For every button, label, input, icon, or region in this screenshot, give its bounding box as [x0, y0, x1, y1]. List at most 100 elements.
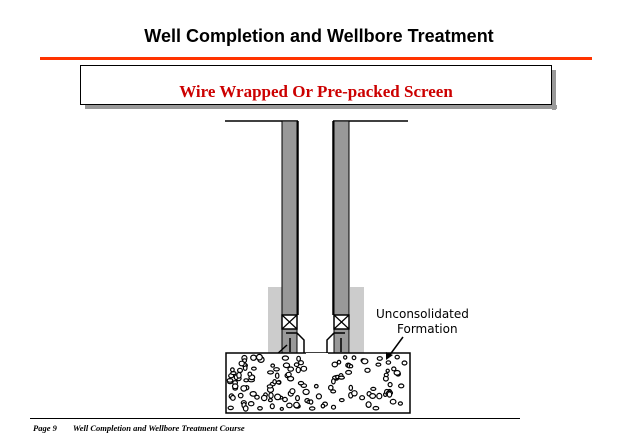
gravel-pebble: [226, 378, 234, 383]
gravel-pebble: [308, 406, 316, 411]
formation-zone: [225, 352, 411, 414]
gravel-pebble: [247, 371, 253, 377]
gravel-pebble: [331, 361, 339, 368]
gravel-pebble: [274, 393, 282, 401]
gravel-pebble: [302, 388, 310, 396]
gravel-pebble: [315, 393, 322, 400]
gravel-pebble: [243, 378, 249, 383]
gravel-pebble: [370, 386, 377, 391]
gravel-pebble: [287, 366, 295, 372]
gravel-pebble: [348, 364, 354, 369]
gravel-pebble: [298, 360, 305, 366]
gravel-pebble: [272, 379, 277, 385]
gravel-pebble: [359, 395, 366, 401]
gravel-pebble: [397, 401, 403, 406]
gravel-pebble: [289, 388, 296, 395]
gravel-pebble: [365, 401, 372, 409]
gravel-pebble: [240, 385, 248, 392]
gravel-pebble: [401, 360, 408, 366]
gravel-pebble: [394, 354, 400, 360]
gravel-pebble: [269, 403, 275, 410]
gravel-pebble: [320, 403, 326, 409]
title-underline: [40, 57, 592, 60]
gravel-pebble: [268, 392, 274, 399]
gravel-pebble: [286, 402, 293, 409]
gravel-pebble: [327, 384, 334, 391]
subtitle-box: Wire Wrapped Or Pre-packed Screen: [80, 65, 557, 110]
footer: Page 9 Well Completion and Wellbore Trea…: [33, 423, 245, 433]
gravel-pebble: [227, 405, 234, 411]
gravel-pebble: [369, 393, 377, 400]
gravel-pebble: [297, 380, 305, 386]
gravel-pebble: [242, 405, 249, 412]
gravel-pebble: [282, 396, 288, 403]
callout-arrow: [386, 336, 404, 360]
gravel-pebble: [389, 398, 397, 405]
gravel-pebble: [296, 355, 302, 362]
gravel-pebble: [250, 366, 257, 371]
gravel-pebble: [336, 359, 342, 365]
gravel-pebble: [295, 395, 301, 402]
gravel-pebble: [236, 371, 242, 379]
gravel-pebble: [351, 390, 358, 397]
gravel-pebble: [267, 370, 275, 375]
gravel-pebble: [250, 354, 257, 361]
gravel-pebble: [266, 384, 274, 389]
gravel-pebble: [237, 367, 244, 374]
cement-right: [350, 287, 364, 357]
gravel-pebble: [238, 360, 245, 367]
gravel-pebble: [330, 389, 337, 394]
gravel-pebble: [273, 367, 280, 372]
gravel-pebble: [293, 401, 300, 409]
gravel-pebble: [300, 365, 308, 372]
gravel-pebble: [255, 353, 263, 361]
gravel-pebble: [387, 381, 393, 388]
gravel-pebble: [295, 366, 301, 374]
gravel-pebble: [338, 398, 345, 403]
gravel-pebble: [293, 362, 300, 368]
gravel-pebble: [247, 401, 255, 407]
gravel-pebble: [229, 394, 236, 401]
packer-right: [333, 314, 350, 330]
gravel-pebble: [343, 355, 348, 360]
gravel-pebble: [279, 406, 284, 411]
gravel-pebble: [372, 405, 380, 411]
gravel-pebble: [229, 367, 235, 373]
gravel-pebble: [275, 380, 282, 385]
subtitle-box-shadow-right: [552, 70, 556, 110]
packer-left: [281, 314, 298, 330]
cement-left: [268, 287, 282, 357]
gravel-pebble: [386, 391, 393, 398]
gravel-pebble: [257, 405, 263, 411]
gravel-pebble: [348, 384, 354, 391]
callout-line-1: Unconsolidated: [376, 307, 469, 321]
gravel-pebble: [313, 383, 319, 389]
course-name: Well Completion and Wellbore Treatment C…: [72, 423, 245, 433]
gravel-pebble: [361, 358, 369, 365]
callout-line-2: Formation: [397, 322, 458, 336]
gravel-pebble: [376, 392, 383, 400]
gravel-pebble: [254, 394, 260, 400]
gravel-pebble: [231, 383, 239, 390]
slide-title: Well Completion and Wellbore Treatment: [144, 26, 494, 46]
gravel-pebble: [282, 362, 291, 369]
gravel-pebble: [330, 404, 337, 410]
gravel-pebble: [281, 355, 290, 361]
gravel-pebble: [267, 398, 273, 403]
gravel-pebble: [393, 369, 401, 376]
gravel-pebble: [391, 366, 397, 372]
gravel-pebble: [249, 391, 257, 397]
gravel-pebble: [383, 372, 389, 378]
gravel-pebble: [375, 362, 382, 367]
gravel-pebble: [285, 371, 292, 378]
gravel-pebble: [338, 375, 346, 380]
gravel-pebble: [398, 383, 405, 389]
gravel-pebble: [351, 355, 357, 361]
gravel-pebble: [385, 360, 392, 365]
footer-rule: [30, 418, 520, 419]
gravel-pebble: [274, 372, 280, 379]
gravel-pebble: [237, 392, 244, 399]
gravel-pebble: [308, 399, 314, 405]
gravel-pebble: [376, 356, 383, 361]
